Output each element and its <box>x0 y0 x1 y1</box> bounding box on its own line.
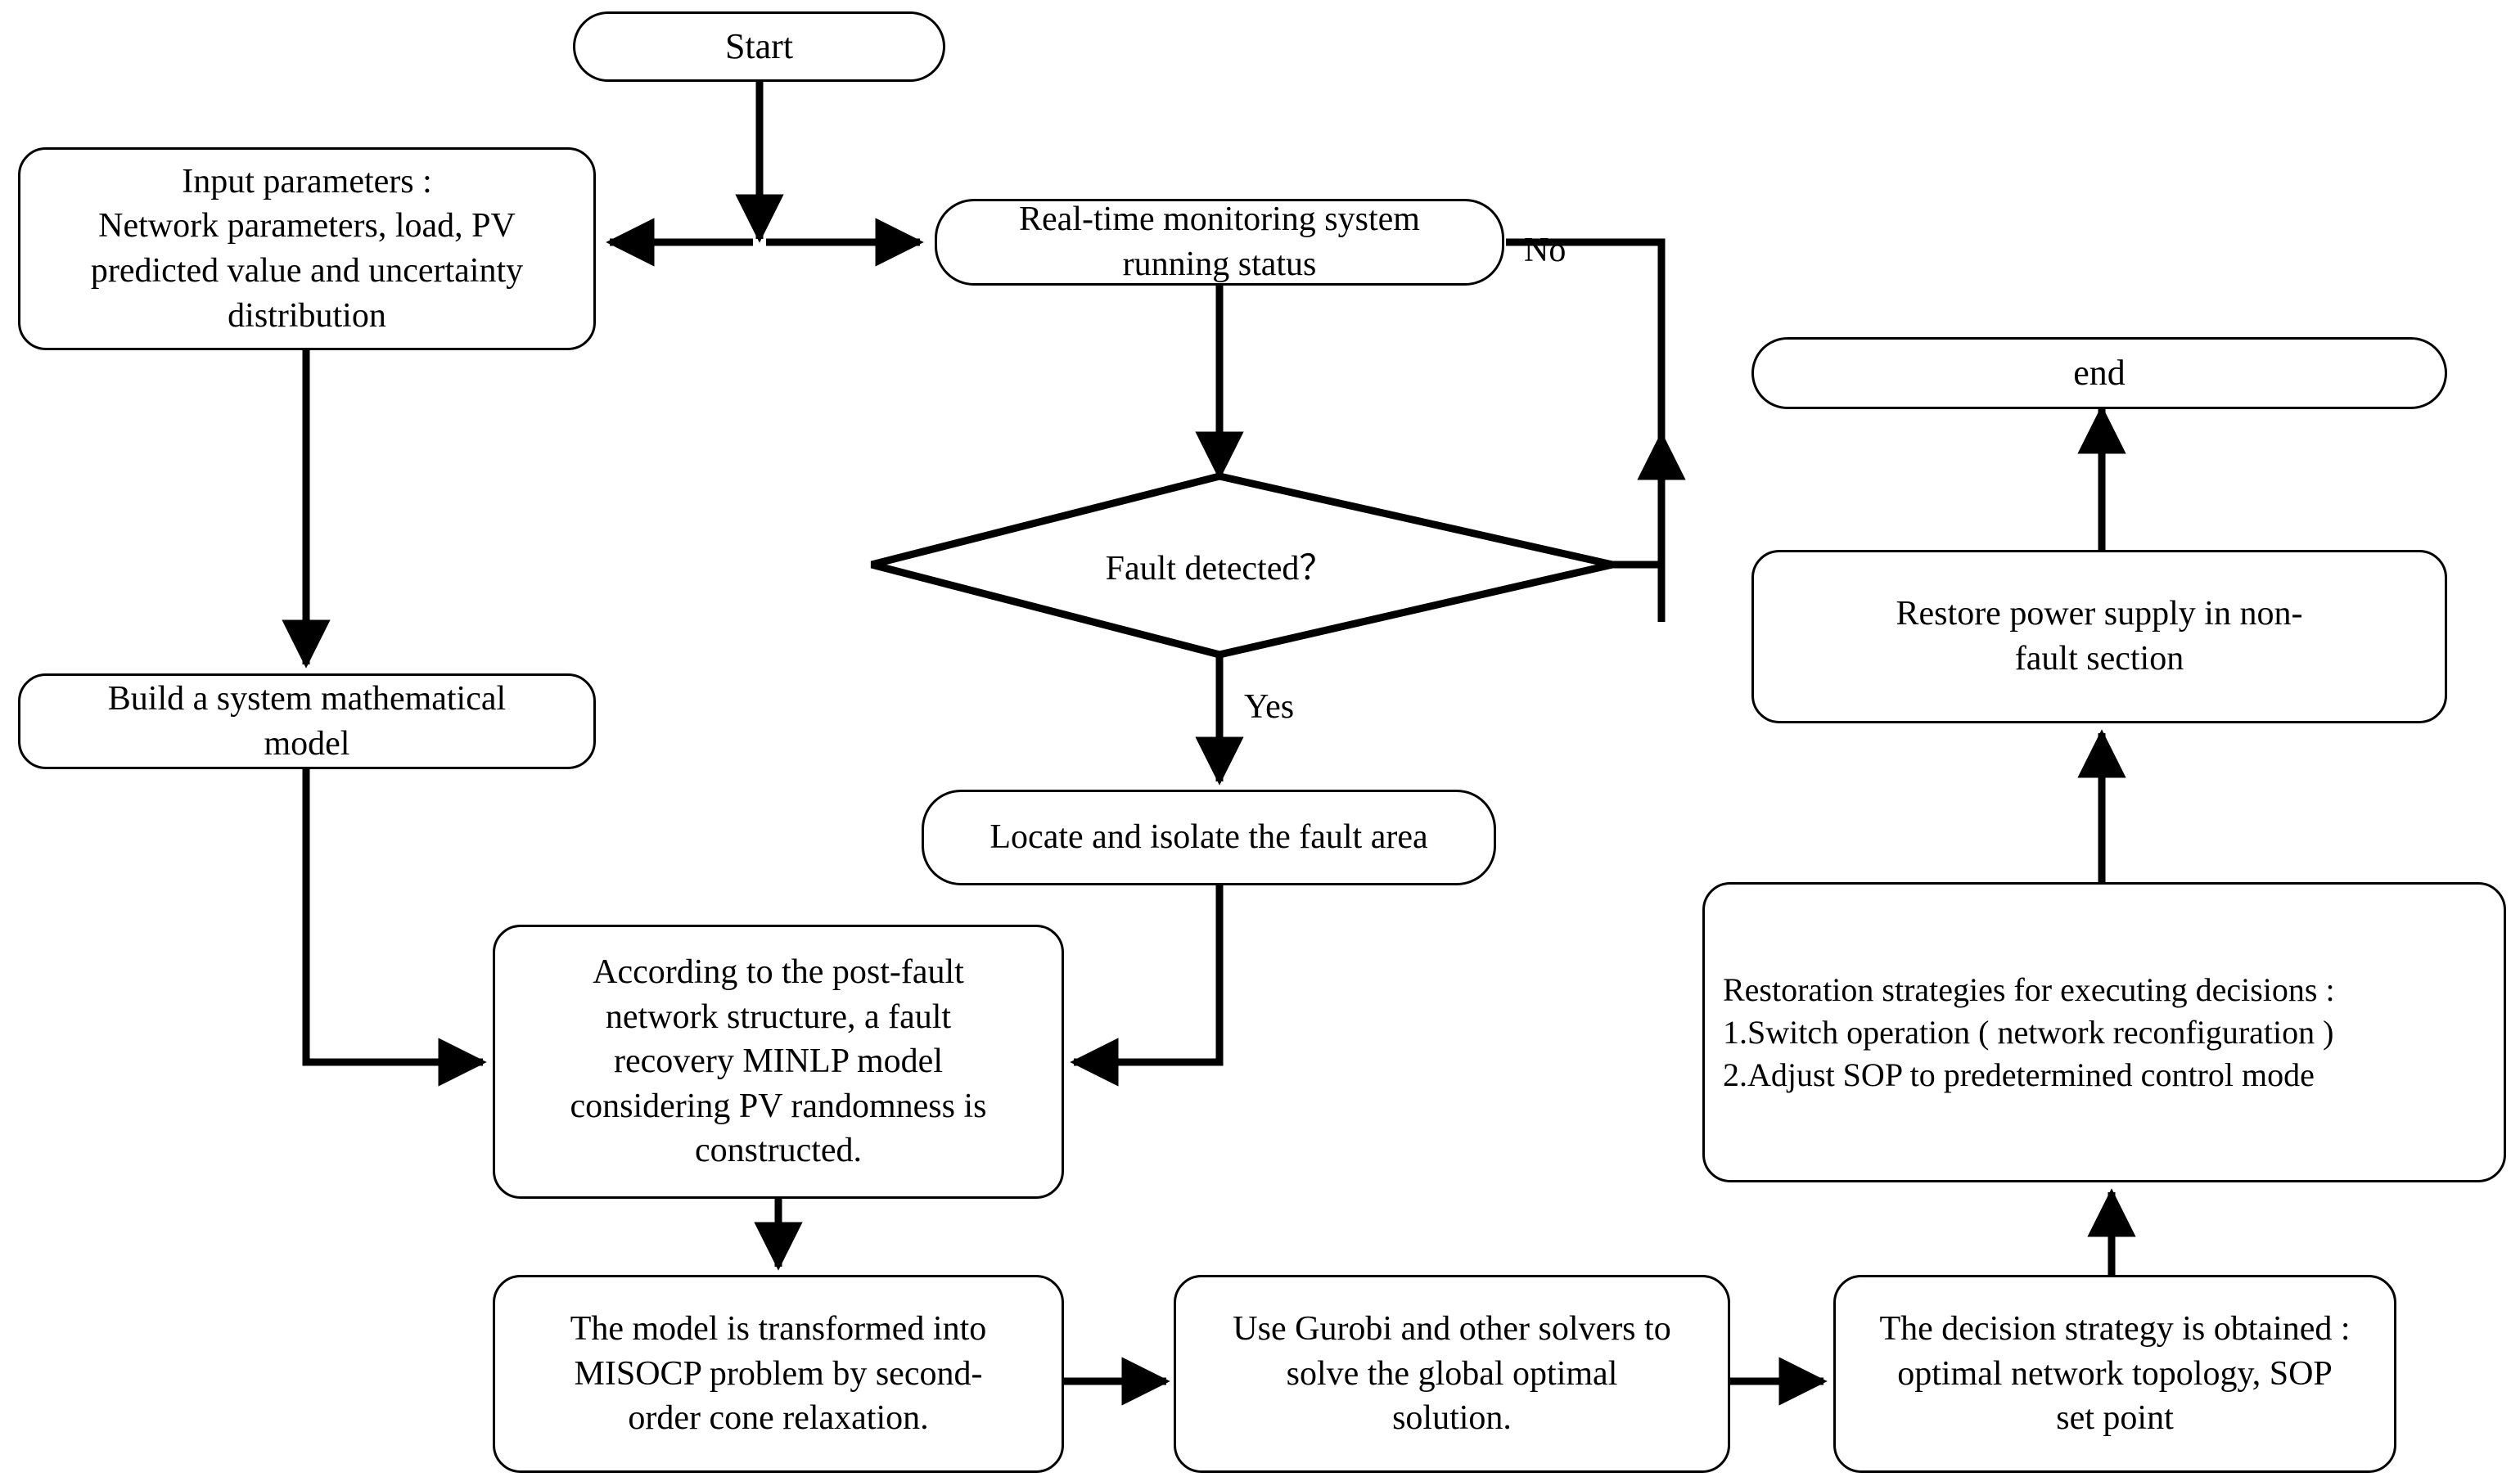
node-build-model[interactable]: Build a system mathematical model <box>18 673 596 769</box>
edge-locate-to-minlp <box>1070 885 1224 1087</box>
node-fault-detected-label: Fault detected？ <box>1105 549 1334 588</box>
node-decision-strategy-label: The decision strategy is obtained : opti… <box>1879 1310 2351 1438</box>
node-misocp-transform[interactable]: The model is transformed into MISOCP pro… <box>493 1275 1064 1473</box>
node-fault-detected[interactable]: Fault detected？ <box>970 536 1469 593</box>
edge-label-no: No <box>1524 232 1567 269</box>
node-start[interactable]: Start <box>573 11 945 82</box>
node-realtime-monitoring-label: Real-time monitoring system running stat… <box>1019 200 1420 283</box>
edge-no-loop <box>1506 238 1666 569</box>
node-start-label: Start <box>724 26 794 67</box>
node-gurobi-solve-label: Use Gurobi and other solvers to solve th… <box>1233 1310 1671 1438</box>
edge-label-yes: Yes <box>1244 688 1295 726</box>
node-minlp-model[interactable]: According to the post-fault network stru… <box>493 925 1064 1199</box>
node-gurobi-solve[interactable]: Use Gurobi and other solvers to solve th… <box>1174 1275 1730 1473</box>
node-input-parameters-label: Input parameters : Network parameters, l… <box>90 162 524 335</box>
node-build-model-label: Build a system mathematical model <box>107 679 507 763</box>
node-end-label: end <box>2073 353 2126 394</box>
node-locate-isolate[interactable]: Locate and isolate the fault area <box>922 790 1496 885</box>
node-restore-power[interactable]: Restore power supply in non- fault secti… <box>1751 550 2447 723</box>
node-locate-isolate-label: Locate and isolate the fault area <box>990 818 1428 857</box>
edge-build-to-minlp <box>302 769 487 1087</box>
node-restoration-strategies-label: Restoration strategies for executing dec… <box>1723 970 2335 1093</box>
node-end[interactable]: end <box>1751 337 2447 409</box>
node-realtime-monitoring[interactable]: Real-time monitoring system running stat… <box>935 199 1504 286</box>
node-restore-power-label: Restore power supply in non- fault secti… <box>1896 595 2303 678</box>
node-restoration-strategies[interactable]: Restoration strategies for executing dec… <box>1702 882 2506 1182</box>
node-decision-strategy[interactable]: The decision strategy is obtained : opti… <box>1833 1275 2396 1473</box>
node-minlp-model-label: According to the post-fault network stru… <box>570 953 987 1170</box>
node-misocp-transform-label: The model is transformed into MISOCP pro… <box>570 1310 987 1438</box>
node-input-parameters[interactable]: Input parameters : Network parameters, l… <box>18 147 596 350</box>
